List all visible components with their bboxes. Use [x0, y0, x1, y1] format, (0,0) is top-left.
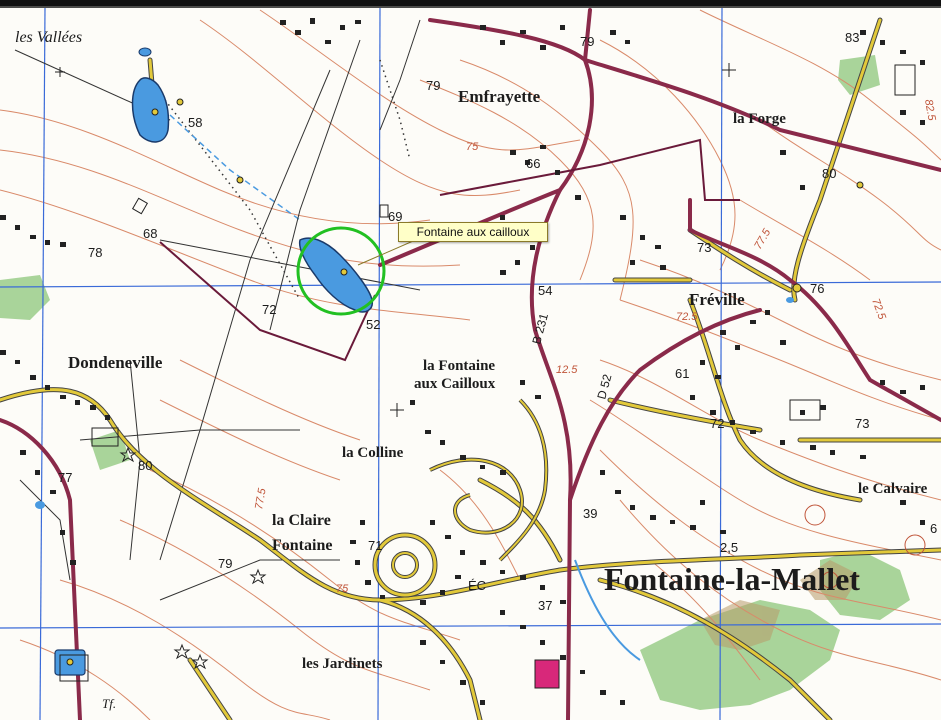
survey-marks: [55, 63, 736, 417]
elev-71: 71: [368, 538, 382, 553]
contour-77-5: 77.5: [253, 486, 269, 510]
label-les-vallees: les Vallées: [15, 29, 82, 46]
label-le-calvaire: le Calvaire: [858, 481, 928, 497]
contour-75-b: 75: [336, 583, 349, 595]
elev-61: 61: [675, 366, 689, 381]
elev-79-b: 79: [580, 34, 594, 49]
label-ec: ÉC: [468, 578, 486, 593]
elev-80-a: 80: [822, 166, 836, 181]
label-la-fontaine-line1: la Fontaine: [423, 358, 495, 374]
ponds: [35, 47, 794, 676]
contour-75-a: 75: [466, 141, 479, 153]
elev-68: 68: [143, 226, 157, 241]
top-border: [0, 0, 941, 6]
hollow-buildings: [59, 64, 916, 682]
elev-54: 54: [538, 283, 552, 298]
label-la-colline: la Colline: [342, 445, 404, 461]
buildings: [0, 18, 925, 705]
elev-2-5: 2,5: [720, 540, 738, 555]
contour-lines: [0, 9, 941, 720]
label-dondeneville: Dondeneville: [68, 353, 163, 372]
elev-76: 76: [810, 281, 824, 296]
contour-82: 82.5: [922, 98, 938, 122]
label-fontaine-la-mallet: Fontaine-la-Mallet: [604, 561, 860, 597]
road-label-d52: D 52: [594, 372, 614, 400]
contour-72-5-a: 72.5: [676, 311, 698, 323]
elev-72-a: 72: [262, 302, 276, 317]
elev-77: 77: [58, 470, 72, 485]
label-la-fontaine-line2: aux Cailloux: [414, 376, 496, 392]
lanes: [429, 398, 549, 562]
elev-73-b: 73: [855, 416, 869, 431]
elev-73-a: 73: [697, 240, 711, 255]
elev-6: 6: [930, 521, 937, 536]
label-la-forge: la Forge: [733, 111, 786, 127]
elev-72-b: 72: [710, 416, 724, 431]
star-symbols: [119, 446, 267, 670]
callout-pointer: [357, 237, 421, 266]
label-freville: Fréville: [689, 290, 745, 309]
spot-points: [176, 98, 864, 293]
elev-83: 83: [845, 30, 859, 45]
highlight-circle[interactable]: [296, 226, 386, 316]
calvaire-symbols: [804, 504, 926, 589]
stream-dashed: [169, 114, 301, 221]
elev-79-a: 79: [426, 78, 440, 93]
label-la-claire-line1: la Claire: [272, 512, 331, 529]
label-emfrayette: Emfrayette: [458, 87, 541, 106]
elev-80-b: 80: [138, 458, 152, 473]
elev-79-c: 79: [218, 556, 232, 571]
callout-fontaine-aux-cailloux[interactable]: Fontaine aux cailloux: [398, 222, 548, 242]
main-roads: [0, 8, 941, 720]
elev-39: 39: [583, 506, 597, 521]
elev-58: 58: [188, 115, 202, 130]
stream: [574, 559, 641, 661]
elev-52: 52: [366, 317, 380, 332]
elev-69: 69: [388, 209, 402, 224]
label-la-claire-line2: Fontaine: [272, 537, 332, 554]
label-les-jardinets: les Jardinets: [302, 656, 383, 672]
contour-12-5: 12.5: [556, 364, 578, 376]
elev-66: 66: [526, 156, 540, 171]
colline-ring-road: [372, 532, 438, 598]
boundary-lines: [159, 138, 740, 362]
town-hall-marker: [534, 659, 560, 689]
elev-37: 37: [538, 598, 552, 613]
grid-lines: [0, 7, 941, 720]
elev-78: 78: [88, 245, 102, 260]
label-tf: Tf.: [102, 696, 116, 711]
